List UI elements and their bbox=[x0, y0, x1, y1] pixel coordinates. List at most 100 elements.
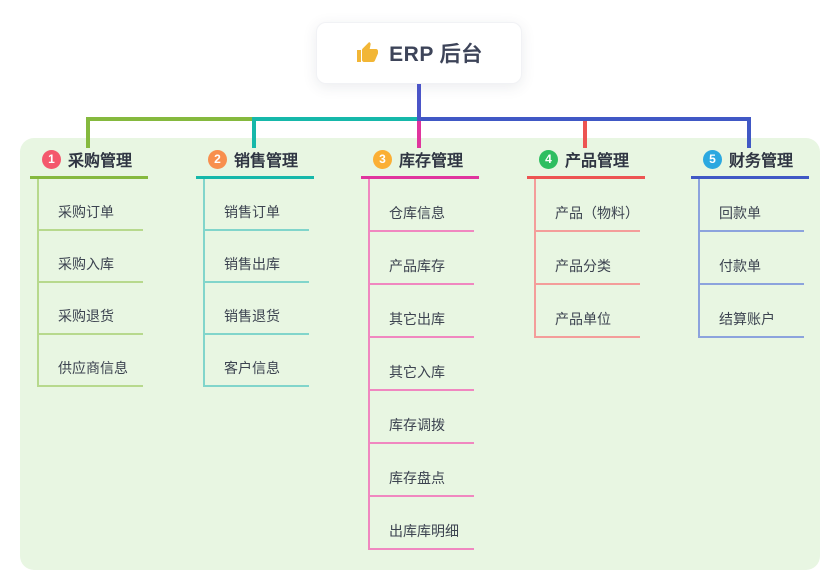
child-node[interactable]: 销售退货 bbox=[196, 283, 314, 335]
connector-drop-finance bbox=[747, 117, 751, 148]
child-underline bbox=[203, 229, 309, 231]
branch-sales-management: 2 销售管理 销售订单 销售出库 销售退货 客户信息 bbox=[196, 146, 314, 387]
child-underline bbox=[368, 283, 474, 285]
branch-header-inventory[interactable]: 3 库存管理 bbox=[361, 146, 479, 172]
branch-finance-management: 5 财务管理 回款单 付款单 结算账户 bbox=[691, 146, 809, 338]
child-node[interactable]: 结算账户 bbox=[691, 285, 809, 338]
child-node[interactable]: 库存调拨 bbox=[361, 391, 479, 444]
child-underline bbox=[534, 230, 640, 232]
branch-spine bbox=[203, 179, 205, 387]
child-label: 仓库信息 bbox=[389, 205, 445, 221]
child-underline bbox=[37, 385, 143, 387]
child-label: 库存调拨 bbox=[389, 417, 445, 433]
child-node[interactable]: 采购入库 bbox=[30, 231, 148, 283]
branch-product-management: 4 产品管理 产品（物料） 产品分类 产品单位 bbox=[527, 146, 645, 338]
child-label: 供应商信息 bbox=[58, 360, 128, 376]
child-label: 客户信息 bbox=[224, 360, 280, 376]
branch-header-sales[interactable]: 2 销售管理 bbox=[196, 146, 314, 172]
connector-horizontal-sales bbox=[252, 117, 419, 121]
branch-underline bbox=[527, 176, 645, 179]
branch-inventory-management: 3 库存管理 仓库信息 产品库存 其它出库 其它入库 库存调拨 bbox=[361, 146, 479, 550]
child-label: 采购入库 bbox=[58, 256, 114, 272]
connector-drop-inventory bbox=[417, 121, 421, 148]
child-label: 产品分类 bbox=[555, 258, 611, 274]
child-label: 其它出库 bbox=[389, 311, 445, 327]
child-node[interactable]: 出库库明细 bbox=[361, 497, 479, 550]
child-underline bbox=[368, 548, 474, 550]
child-underline bbox=[698, 283, 804, 285]
child-node[interactable]: 仓库信息 bbox=[361, 179, 479, 232]
child-label: 产品库存 bbox=[389, 258, 445, 274]
child-node[interactable]: 销售订单 bbox=[196, 179, 314, 231]
child-label: 库存盘点 bbox=[389, 470, 445, 486]
child-node[interactable]: 回款单 bbox=[691, 179, 809, 232]
branch-title: 产品管理 bbox=[565, 153, 630, 170]
child-label: 采购订单 bbox=[58, 204, 114, 220]
child-node[interactable]: 产品库存 bbox=[361, 232, 479, 285]
branch-header-purchase[interactable]: 1 采购管理 bbox=[30, 146, 148, 172]
branch-underline bbox=[30, 176, 148, 179]
branch-header-finance[interactable]: 5 财务管理 bbox=[691, 146, 809, 172]
badge-5: 5 bbox=[703, 149, 722, 169]
child-label: 采购退货 bbox=[58, 308, 114, 324]
child-underline bbox=[368, 389, 474, 391]
branch-title: 库存管理 bbox=[399, 153, 464, 170]
child-underline bbox=[37, 333, 143, 335]
child-underline bbox=[203, 333, 309, 335]
child-label: 产品（物料） bbox=[555, 205, 639, 221]
child-node[interactable]: 供应商信息 bbox=[30, 335, 148, 387]
child-node[interactable]: 采购退货 bbox=[30, 283, 148, 335]
connector-drop-purchase bbox=[86, 117, 90, 148]
branch-spine bbox=[698, 179, 700, 338]
thumbs-up-icon bbox=[357, 42, 379, 62]
child-label: 结算账户 bbox=[719, 311, 775, 327]
child-label: 产品单位 bbox=[555, 311, 611, 327]
connector-horizontal-purchase bbox=[86, 117, 254, 121]
branches-panel bbox=[20, 138, 820, 570]
child-label: 回款单 bbox=[719, 205, 761, 221]
branch-underline bbox=[361, 176, 479, 179]
branch-purchase-management: 1 采购管理 采购订单 采购入库 采购退货 供应商信息 bbox=[30, 146, 148, 387]
child-node[interactable]: 库存盘点 bbox=[361, 444, 479, 497]
child-label: 销售订单 bbox=[224, 204, 280, 220]
badge-3: 3 bbox=[373, 149, 392, 169]
branch-title: 销售管理 bbox=[234, 153, 299, 170]
branch-title: 采购管理 bbox=[68, 153, 133, 170]
child-underline bbox=[368, 336, 474, 338]
child-underline bbox=[368, 495, 474, 497]
child-node[interactable]: 付款单 bbox=[691, 232, 809, 285]
root-node-erp[interactable]: ERP 后台 bbox=[316, 22, 522, 84]
child-underline bbox=[534, 336, 640, 338]
child-node[interactable]: 产品单位 bbox=[527, 285, 645, 338]
child-node[interactable]: 采购订单 bbox=[30, 179, 148, 231]
connector-root-trunk bbox=[417, 84, 421, 121]
child-node[interactable]: 客户信息 bbox=[196, 335, 314, 387]
badge-1: 1 bbox=[42, 149, 61, 169]
connector-drop-sales bbox=[252, 117, 256, 148]
root-node-label: ERP 后台 bbox=[389, 43, 483, 66]
child-underline bbox=[368, 230, 474, 232]
badge-4: 4 bbox=[539, 149, 558, 169]
child-underline bbox=[368, 442, 474, 444]
child-node[interactable]: 产品分类 bbox=[527, 232, 645, 285]
child-label: 其它入库 bbox=[389, 364, 445, 380]
branch-underline bbox=[691, 176, 809, 179]
child-underline bbox=[698, 230, 804, 232]
child-underline bbox=[37, 281, 143, 283]
child-underline bbox=[37, 229, 143, 231]
child-label: 出库库明细 bbox=[389, 523, 459, 539]
child-node[interactable]: 销售出库 bbox=[196, 231, 314, 283]
child-node[interactable]: 其它入库 bbox=[361, 338, 479, 391]
child-underline bbox=[203, 385, 309, 387]
child-node[interactable]: 其它出库 bbox=[361, 285, 479, 338]
child-node[interactable]: 产品（物料） bbox=[527, 179, 645, 232]
child-underline bbox=[203, 281, 309, 283]
child-underline bbox=[534, 283, 640, 285]
child-label: 付款单 bbox=[719, 258, 761, 274]
branch-spine bbox=[534, 179, 536, 338]
branch-spine bbox=[37, 179, 39, 387]
branch-header-product[interactable]: 4 产品管理 bbox=[527, 146, 645, 172]
child-label: 销售退货 bbox=[224, 308, 280, 324]
branch-spine bbox=[368, 179, 370, 550]
